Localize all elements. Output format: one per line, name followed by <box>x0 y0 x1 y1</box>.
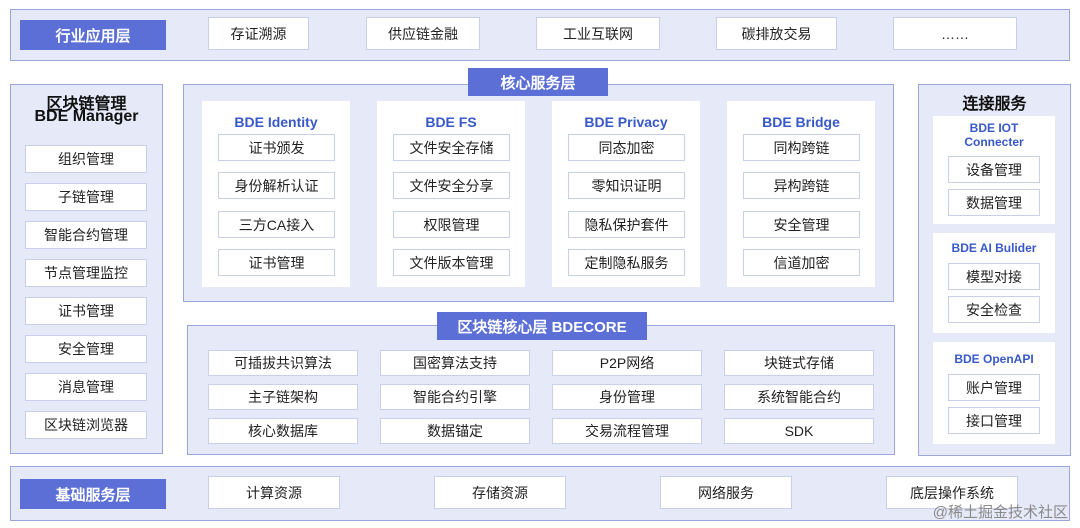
core-item: 身份解析认证 <box>218 172 335 199</box>
bdecore-item: SDK <box>724 418 874 444</box>
bdecore-item: 国密算法支持 <box>380 350 530 376</box>
core-item: 文件安全分享 <box>393 172 510 199</box>
base-layer-label: 基础服务层 <box>20 479 166 509</box>
bdecore-item: 主子链架构 <box>208 384 358 410</box>
industry-item: 工业互联网 <box>536 17 660 50</box>
connect-group-title: BDE OpenAPI <box>954 352 1034 366</box>
industry-item: …… <box>893 17 1017 50</box>
core-item: 同态加密 <box>568 134 685 161</box>
connect-group-title: BDE IOT <box>969 121 1019 135</box>
base-item: 底层操作系统 <box>886 476 1018 509</box>
bdecore-item: P2P网络 <box>552 350 702 376</box>
manager-title-cn: 区块链管理 <box>46 96 127 113</box>
bdecore-item: 系统智能合约 <box>724 384 874 410</box>
core-item: 文件版本管理 <box>393 249 510 276</box>
core-column-title: BDE FS <box>425 114 477 130</box>
manager-item: 智能合约管理 <box>25 221 147 249</box>
bdecore-item: 智能合约引擎 <box>380 384 530 410</box>
bdecore-item: 核心数据库 <box>208 418 358 444</box>
bdecore-label: 区块链核心层 BDECORE <box>437 312 647 340</box>
core-item: 安全管理 <box>743 211 860 238</box>
bdecore-item: 交易流程管理 <box>552 418 702 444</box>
core-item: 异构跨链 <box>743 172 860 199</box>
core-item: 定制隐私服务 <box>568 249 685 276</box>
base-item: 网络服务 <box>660 476 792 509</box>
core-column-title: BDE Bridge <box>762 114 840 130</box>
core-column-title: BDE Identity <box>234 114 318 130</box>
manager-item: 区块链浏览器 <box>25 411 147 439</box>
industry-layer-label: 行业应用层 <box>20 20 166 50</box>
connect-item: 设备管理 <box>948 156 1040 183</box>
connect-group-title-line2: Connecter <box>964 135 1024 149</box>
core-item: 证书管理 <box>218 249 335 276</box>
connect-item: 接口管理 <box>948 407 1040 434</box>
connect-title: 连接服务 <box>962 96 1027 113</box>
core-item: 隐私保护套件 <box>568 211 685 238</box>
core-item: 权限管理 <box>393 211 510 238</box>
core-item: 零知识证明 <box>568 172 685 199</box>
base-item: 计算资源 <box>208 476 340 509</box>
bdecore-item: 可插拔共识算法 <box>208 350 358 376</box>
core-item: 信道加密 <box>743 249 860 276</box>
manager-item: 节点管理监控 <box>25 259 147 287</box>
core-item: 证书颁发 <box>218 134 335 161</box>
connect-item: 安全检查 <box>948 296 1040 323</box>
bdecore-item: 块链式存储 <box>724 350 874 376</box>
manager-item: 消息管理 <box>25 373 147 401</box>
manager-item: 组织管理 <box>25 145 147 173</box>
manager-item: 证书管理 <box>25 297 147 325</box>
bdecore-item: 数据锚定 <box>380 418 530 444</box>
manager-item: 子链管理 <box>25 183 147 211</box>
industry-item: 存证溯源 <box>208 17 309 50</box>
base-item: 存储资源 <box>434 476 566 509</box>
core-item: 三方CA接入 <box>218 211 335 238</box>
bdecore-item: 身份管理 <box>552 384 702 410</box>
core-service-label: 核心服务层 <box>468 68 608 96</box>
core-item: 同构跨链 <box>743 134 860 161</box>
watermark: @稀土掘金技术社区 <box>932 504 1068 521</box>
manager-item: 安全管理 <box>25 335 147 363</box>
industry-item: 供应链金融 <box>366 17 480 50</box>
connect-item: 模型对接 <box>948 263 1040 290</box>
industry-item: 碳排放交易 <box>716 17 837 50</box>
manager-title-en: BDE Manager <box>34 108 139 125</box>
core-item: 文件安全存储 <box>393 134 510 161</box>
core-column-title: BDE Privacy <box>584 114 668 130</box>
connect-item: 数据管理 <box>948 189 1040 216</box>
connect-group-title: BDE AI Bulider <box>951 241 1037 255</box>
connect-item: 账户管理 <box>948 374 1040 401</box>
